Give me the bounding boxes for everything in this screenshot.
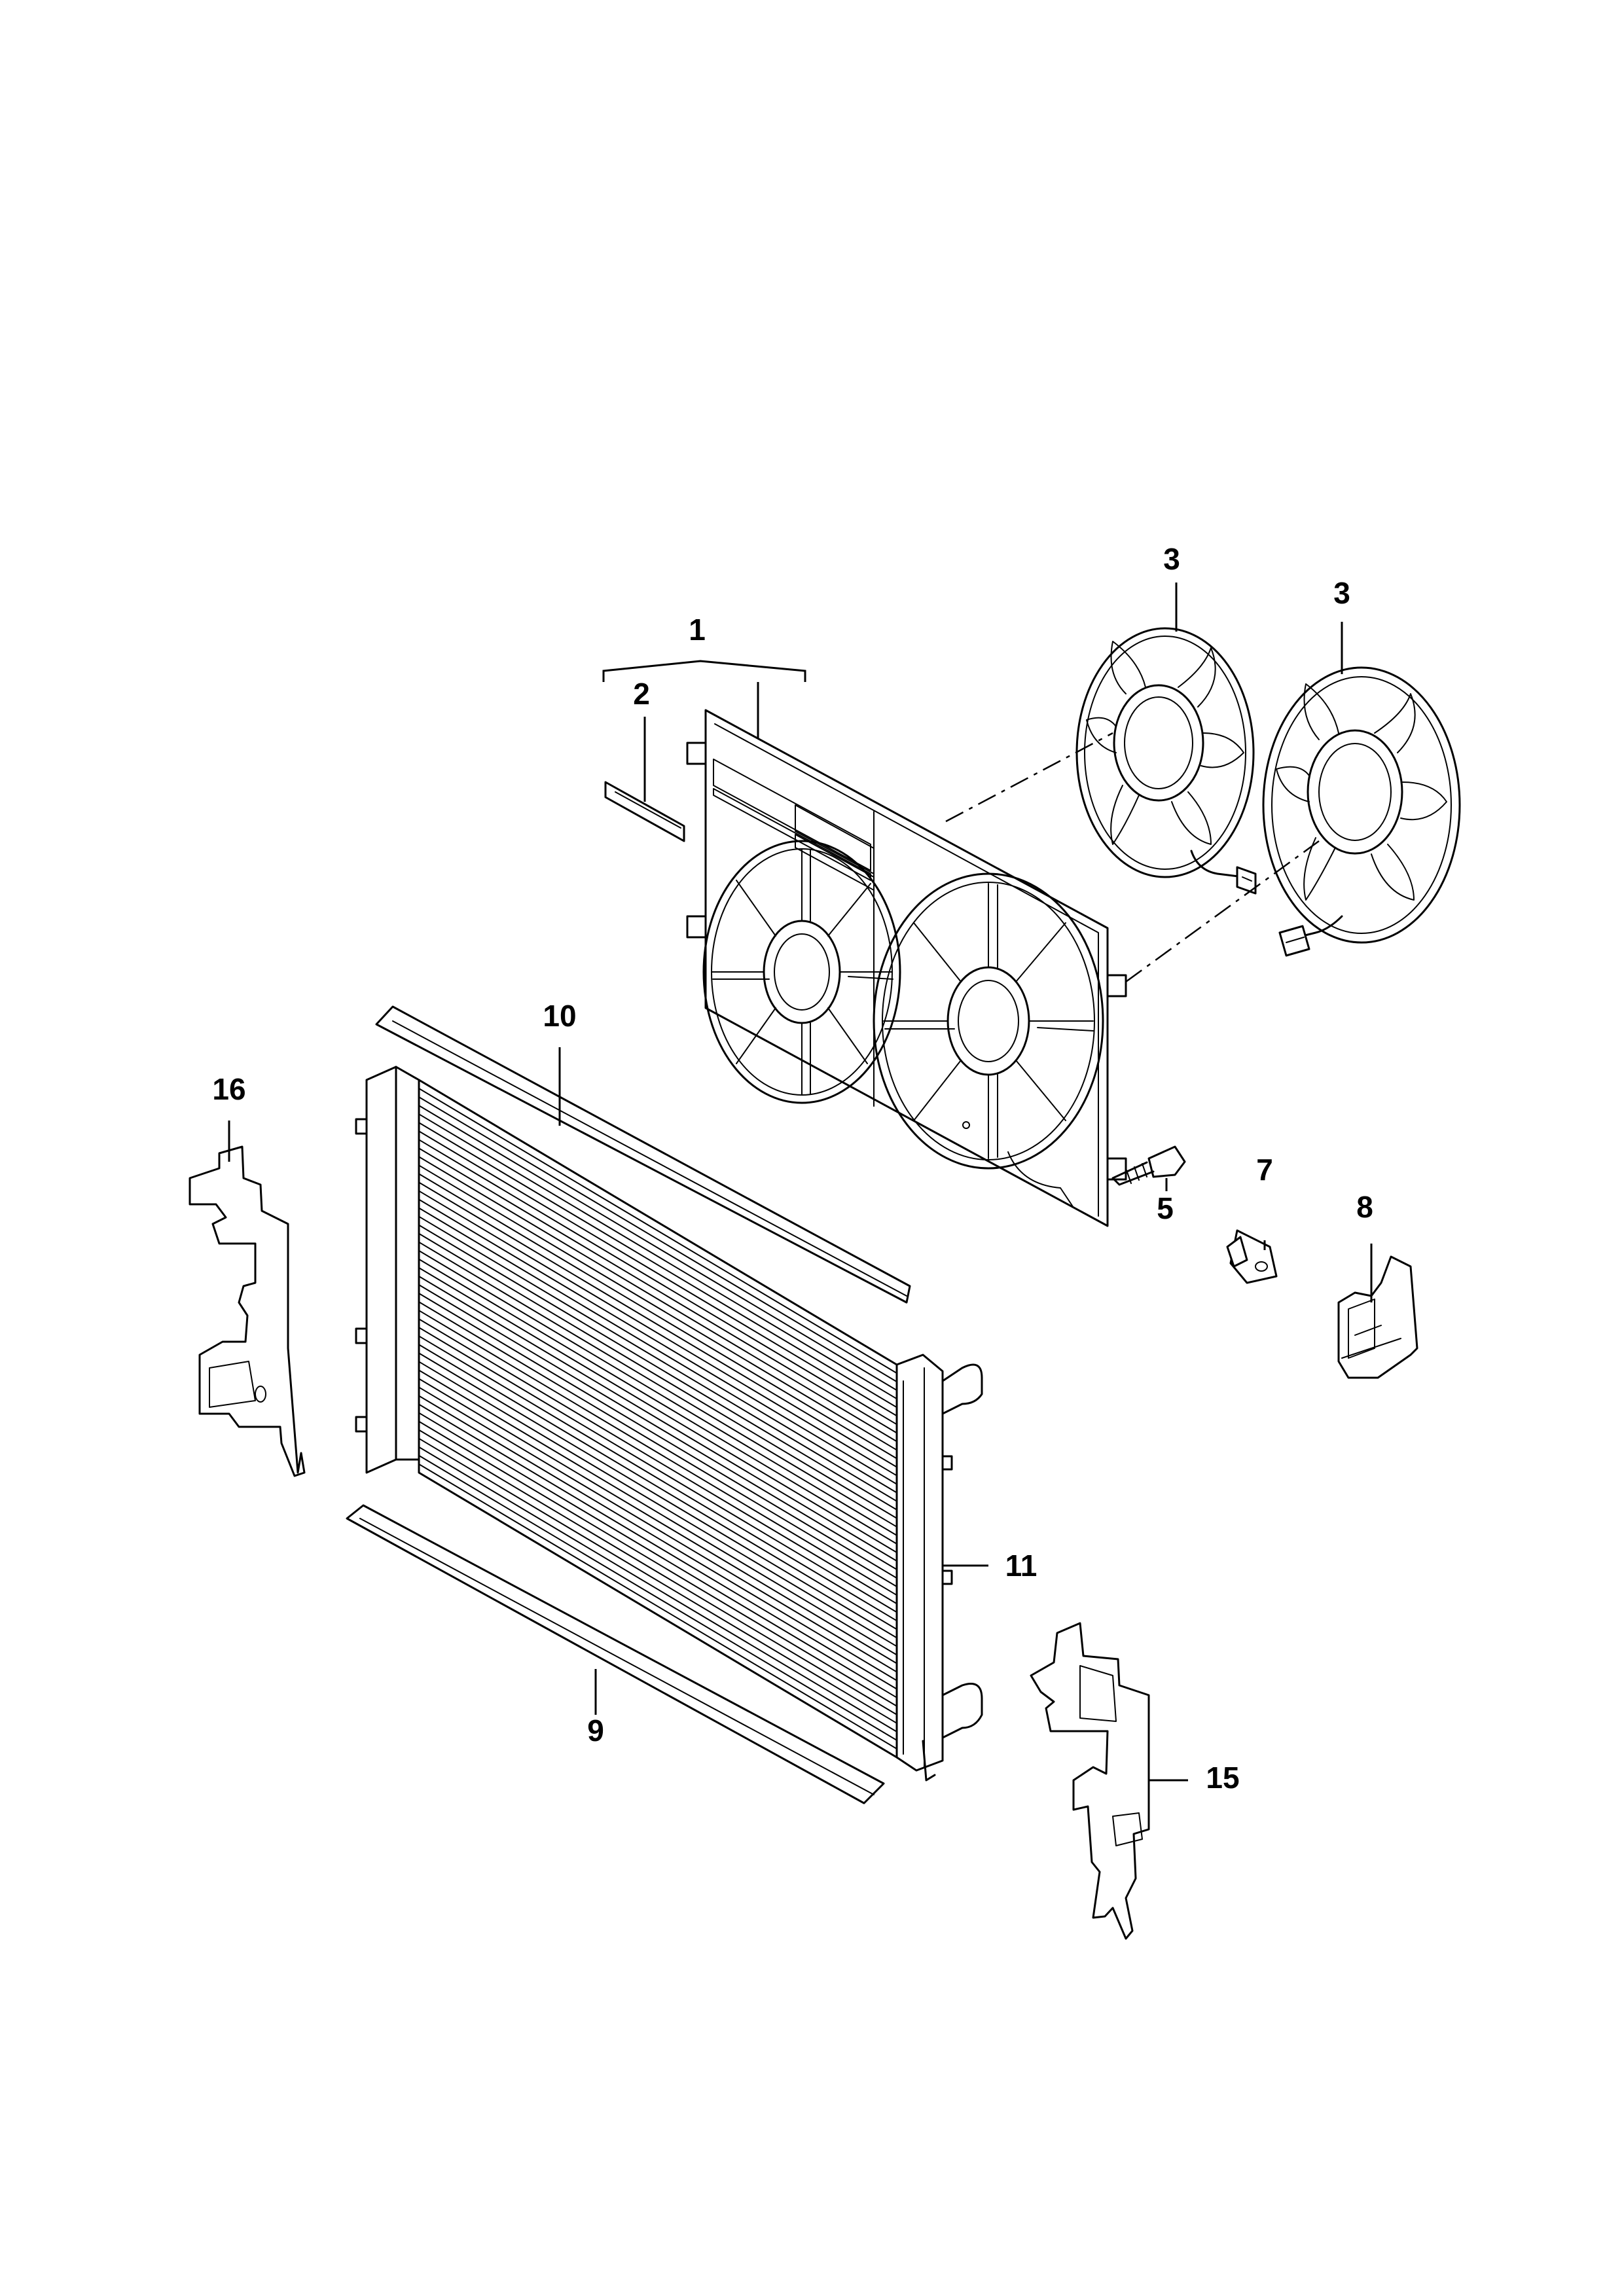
radiator-fin <box>418 1386 897 1673</box>
fan-right-axis <box>1125 840 1320 983</box>
fan-shroud-part <box>686 709 1127 1227</box>
radiator-fin <box>418 1249 897 1536</box>
radiator-fin <box>418 1105 897 1391</box>
radiator-fin <box>418 1232 897 1519</box>
radiator-fin <box>418 1147 897 1434</box>
leader-lines <box>228 583 1373 1782</box>
callout-16: 16 <box>212 1072 245 1106</box>
radiator-fin <box>418 1198 897 1485</box>
radiator-fin <box>418 1241 897 1528</box>
radiator-fin <box>418 1173 897 1460</box>
radiator-fin <box>418 1190 897 1477</box>
radiator-part <box>355 1066 983 1782</box>
radiator-fin <box>418 1335 897 1622</box>
radiator-fin <box>418 1327 897 1613</box>
callout-9: 9 <box>587 1713 604 1748</box>
radiator-fin <box>418 1378 897 1664</box>
bracket-part <box>1337 1255 1418 1379</box>
radiator-fin <box>418 1437 897 1724</box>
radiator-fin <box>418 1395 897 1681</box>
radiator-fin <box>418 1293 897 1579</box>
radiator-fin <box>418 1429 897 1715</box>
radiator-fin <box>418 1181 897 1468</box>
radiator-fin <box>418 1361 897 1647</box>
callout-7: 7 <box>1256 1153 1273 1187</box>
lower-seal-part <box>346 1504 885 1804</box>
strip-part <box>604 781 685 842</box>
radiator-fin <box>418 1113 897 1400</box>
radiator-fin <box>418 1454 897 1741</box>
radiator-fin <box>418 1403 897 1690</box>
left-air-guide-part <box>189 1145 306 1477</box>
callout-8: 8 <box>1356 1190 1373 1224</box>
radiator-fin <box>418 1266 897 1553</box>
radiator-fin <box>418 1096 897 1383</box>
callout-2: 2 <box>633 677 650 711</box>
callout-3-left: 3 <box>1163 542 1180 576</box>
shroud-left-ring <box>702 840 901 1104</box>
radiator-fin <box>418 1301 897 1588</box>
radiator-fin <box>418 1130 897 1417</box>
radiator-fin <box>418 1215 897 1502</box>
radiator-fin <box>418 1369 897 1656</box>
radiator-fin <box>418 1318 897 1605</box>
shroud-right-ring <box>873 872 1104 1170</box>
radiator-fin <box>418 1258 897 1545</box>
upper-seal-part <box>375 1005 911 1304</box>
callout-1: 1 <box>689 613 706 647</box>
radiator-fin <box>418 1088 897 1374</box>
radiator-fin <box>418 1122 897 1408</box>
clip-part <box>1226 1229 1278 1284</box>
radiator-fin <box>418 1463 897 1749</box>
screw-part <box>1111 1145 1186 1186</box>
fan-left-part <box>1075 627 1257 895</box>
radiator-fin <box>418 1156 897 1443</box>
fan-left-axis <box>945 732 1113 823</box>
radiator-fin <box>418 1420 897 1707</box>
callout-5: 5 <box>1157 1191 1174 1225</box>
radiator-fin <box>418 1276 897 1562</box>
radiator-fin <box>418 1164 897 1451</box>
radiator-fins <box>418 1088 897 1749</box>
radiator-fin <box>418 1352 897 1639</box>
radiator-fin <box>418 1344 897 1630</box>
callout-11: 11 <box>1005 1549 1038 1583</box>
radiator-fin <box>418 1139 897 1426</box>
radiator-fin <box>418 1310 897 1596</box>
callout-15: 15 <box>1206 1761 1239 1795</box>
right-air-guide-part <box>1030 1622 1150 1940</box>
radiator-fin <box>418 1224 897 1511</box>
radiator-fin <box>418 1207 897 1494</box>
fan-right-part <box>1262 666 1461 957</box>
callout-3-right: 3 <box>1333 576 1350 610</box>
radiator-fin <box>418 1446 897 1732</box>
radiator-fin <box>418 1284 897 1571</box>
radiator-fin <box>418 1412 897 1698</box>
callout-10: 10 <box>543 999 576 1033</box>
